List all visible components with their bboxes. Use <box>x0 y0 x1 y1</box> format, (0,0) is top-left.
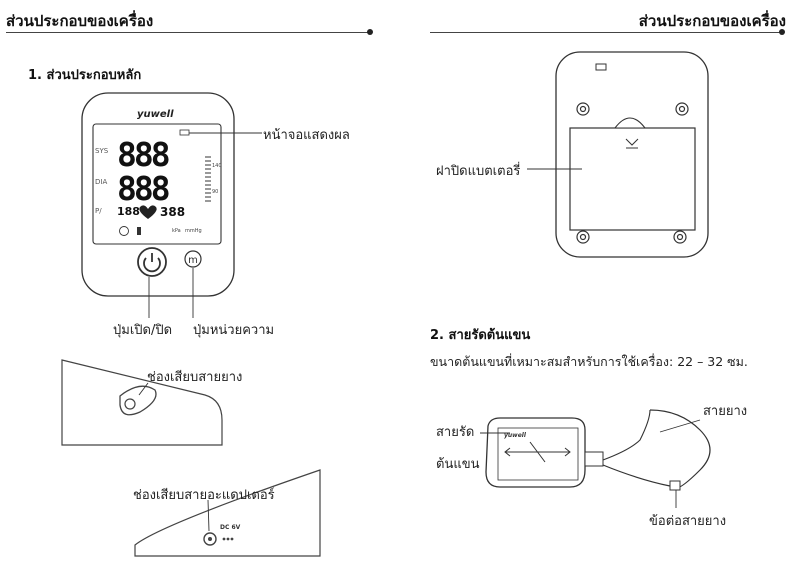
display-label: หน้าจอแสดงผล <box>263 128 350 143</box>
lcd-kpa: kPa <box>172 228 181 234</box>
left-header: ส่วนประกอบของเครื่อง <box>6 12 154 30</box>
adapter-port-label: ช่องเสียบสายอะแดปเตอร์ <box>133 488 275 503</box>
lcd-person-icon <box>137 227 141 235</box>
right-header-dot <box>779 29 785 35</box>
cuff-label-line2: ต้นแขน <box>436 457 480 472</box>
left-header-dot <box>367 29 373 35</box>
back-slot <box>595 63 607 71</box>
lcd-scale <box>205 156 211 202</box>
lcd-mmhg: mmHg <box>185 228 202 234</box>
battery-cover-label: ฝาปิดแบตเตอรี่ <box>436 164 521 179</box>
side-view-adapter <box>134 469 321 557</box>
left-header-rule <box>6 32 370 33</box>
cuff-brand: yuwell <box>504 432 526 439</box>
lcd-memory-digits: 388 <box>160 205 186 219</box>
right-header-rule <box>430 32 782 33</box>
lcd-battery-icon <box>179 129 190 136</box>
hose-port-leader <box>138 382 149 396</box>
lcd-sys-digits: 888 <box>117 135 171 174</box>
dc-label: DC 6V <box>220 524 241 531</box>
lcd-dia-label: DIA <box>95 178 108 186</box>
right-header: ส่วนประกอบของเครื่อง <box>638 12 786 30</box>
cuff-markings <box>504 441 571 463</box>
cuff-size-text: ขนาดต้นแขนที่เหมาะสมสำหรับการใช้เครื่อง:… <box>430 354 748 369</box>
hose-connector-shape <box>669 480 681 491</box>
battery-latch <box>613 117 647 129</box>
back-screws <box>576 102 689 244</box>
lcd-pulse-digits: 188 <box>117 205 140 218</box>
lcd-screen <box>92 123 222 245</box>
cuff-label-area <box>497 427 579 481</box>
cuff-section-title: 2. สายรัดต้นแขน <box>430 328 531 343</box>
lcd-pulse-label: P/ <box>95 207 102 215</box>
hose-connector-label: ข้อต่อสายยาง <box>649 514 727 529</box>
lcd-dia-digits: 888 <box>117 169 171 208</box>
lcd-clock-icon <box>119 226 129 236</box>
lcd-scale-high: 140 <box>212 163 222 169</box>
battery-cover <box>569 127 696 231</box>
svg-text:m: m <box>188 255 198 266</box>
hose-leader <box>659 419 701 433</box>
power-icon <box>143 257 161 273</box>
main-parts-title: 1. ส่วนประกอบหลัก <box>28 68 142 83</box>
lcd-scale-low: 90 <box>212 189 219 195</box>
hose-label: สายยาง <box>703 404 748 419</box>
lcd-sys-label: SYS <box>95 147 109 155</box>
hose-port-label: ช่องเสียบสายยาง <box>147 370 243 385</box>
lcd-heart-icon <box>139 205 157 219</box>
adapter-port-leader <box>207 499 210 532</box>
hose-loop <box>649 409 711 489</box>
cuff-hose-inner <box>602 409 651 461</box>
device-brand-logo: yuwell <box>137 109 174 120</box>
cuff-label-line1: สายรัด <box>436 425 475 440</box>
unit-button-label: ปุ่มหน่วยความ <box>193 323 275 338</box>
power-button-label: ปุ่มเปิด/ปิด <box>113 323 173 338</box>
memory-button-ring <box>184 250 202 268</box>
